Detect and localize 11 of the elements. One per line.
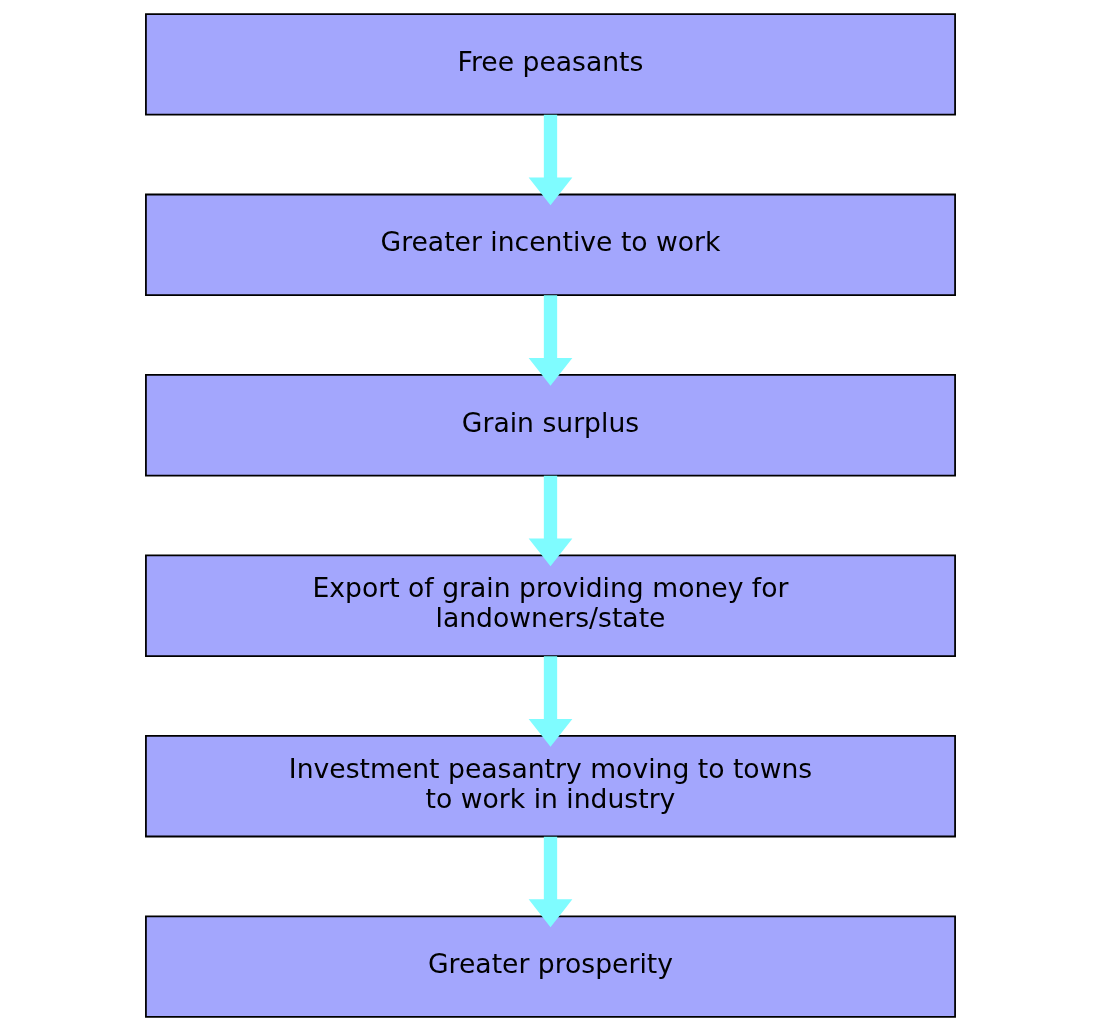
arrow <box>528 295 572 386</box>
arrow <box>528 836 572 928</box>
node-box: Free peasants <box>144 13 956 116</box>
node-box: Greater prosperity <box>144 915 956 1018</box>
arrow <box>528 475 572 567</box>
node-box: Investment peasantry moving to towns to work in industry <box>144 735 956 838</box>
arrow <box>528 656 572 747</box>
node-box: Greater incentive to work <box>144 193 956 296</box>
arrow <box>528 114 572 206</box>
node-box: Export of grain providing money for landowners/state <box>144 554 956 657</box>
node-box: Grain surplus <box>144 374 956 477</box>
